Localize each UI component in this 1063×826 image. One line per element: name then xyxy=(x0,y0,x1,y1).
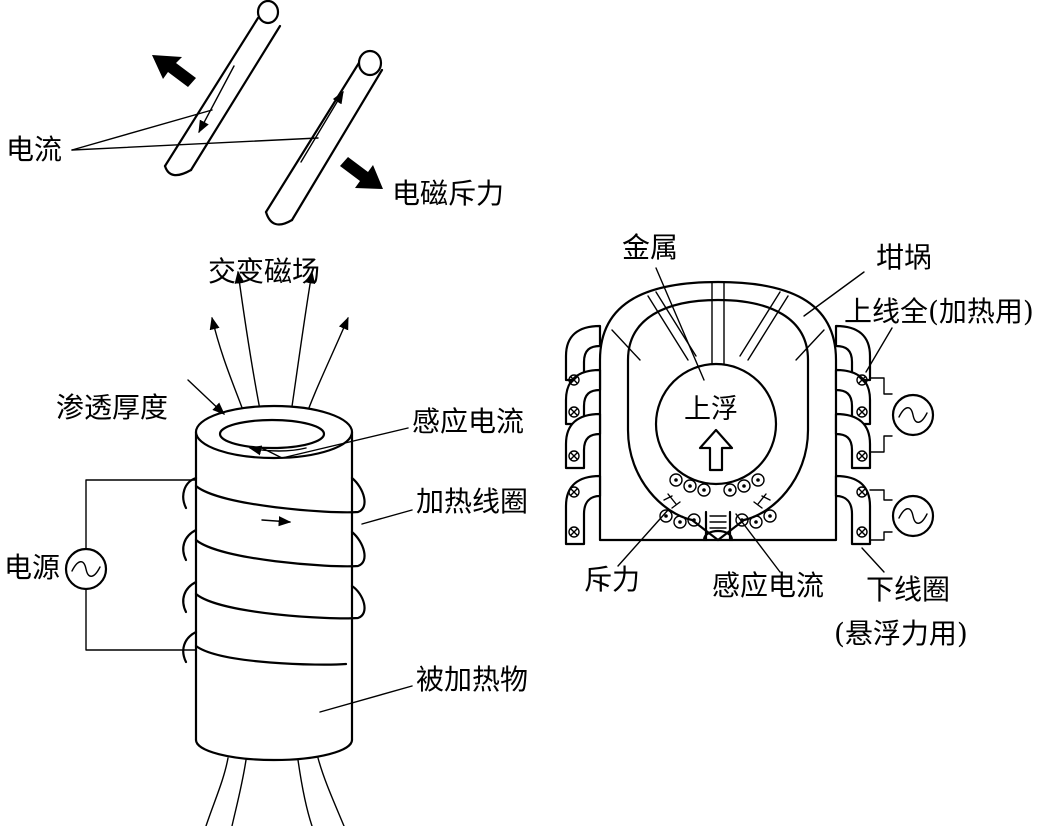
label-alt-field: 交变磁场 xyxy=(208,255,321,288)
force-arrow-left xyxy=(152,55,196,87)
power-circuit xyxy=(64,479,197,651)
label-lower-coil: 下线圈 xyxy=(866,573,951,606)
coil-stack-left xyxy=(564,324,602,546)
cylinder-top xyxy=(194,404,354,460)
label-repulsion: 斥力 xyxy=(584,563,641,596)
label-induced-current-right: 感应电流 xyxy=(712,569,825,602)
label-crucible: 坩埚 xyxy=(876,241,933,274)
parallel-conductors xyxy=(71,0,384,226)
label-skin-depth: 渗透厚度 xyxy=(56,391,169,424)
label-float-up: 上浮 xyxy=(684,394,738,425)
conductor-rod-left xyxy=(163,0,282,177)
heating-coil xyxy=(182,476,366,666)
label-metal: 金属 xyxy=(622,231,679,264)
float-up-arrow xyxy=(698,428,734,472)
label-power-source: 电源 xyxy=(4,551,61,584)
coil-stack-right xyxy=(834,324,872,546)
current-leader-1 xyxy=(71,109,213,151)
induced-current-rings xyxy=(659,473,777,529)
label-upper-coil: 上线全(加热用) xyxy=(844,295,1034,328)
label-lower-coil-purpose: (悬浮力用) xyxy=(834,617,968,650)
label-heating-coil: 加热线圈 xyxy=(416,485,529,518)
upper-coil-circuit xyxy=(869,377,935,453)
induction-heating-cylinder xyxy=(64,270,413,826)
label-em-force: 电磁斥力 xyxy=(392,177,505,210)
current-leader-2 xyxy=(71,137,319,151)
levitation-crucible xyxy=(564,267,935,573)
lower-coil-circuit xyxy=(869,489,935,541)
label-induced-current-left: 感应电流 xyxy=(412,405,525,438)
conductor-rod-right xyxy=(264,49,384,226)
label-current: 电流 xyxy=(6,133,63,166)
force-arrow-right xyxy=(340,157,383,189)
cylinder-inner-rim xyxy=(218,418,326,450)
levitated-metal xyxy=(654,362,778,486)
label-heated-object: 被加热物 xyxy=(416,663,529,696)
